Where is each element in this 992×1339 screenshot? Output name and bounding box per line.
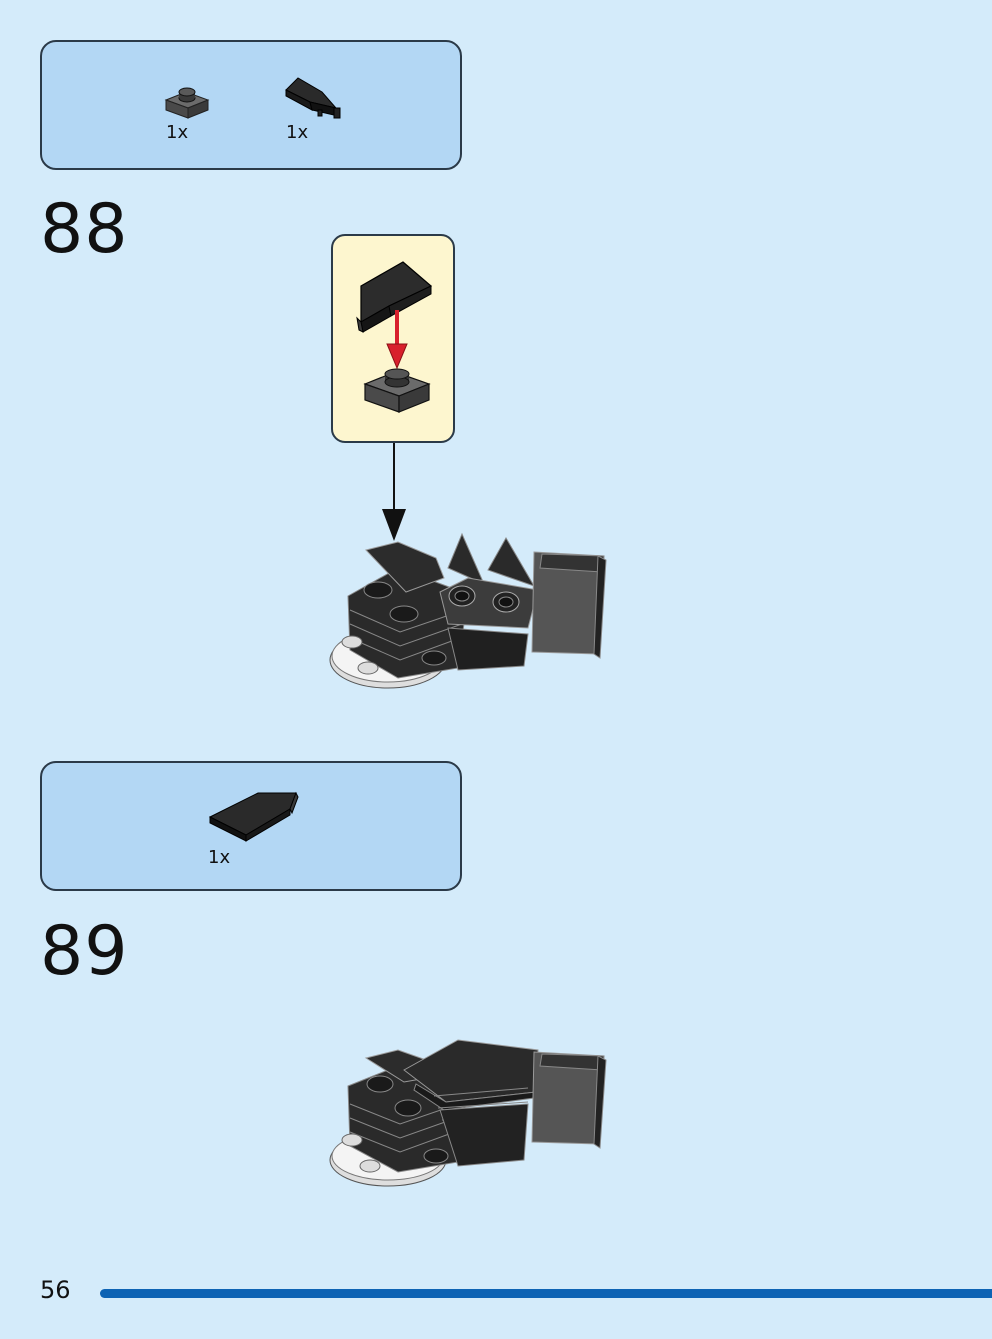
black-wedge-slope-icon <box>285 77 341 119</box>
step-number-88: 88 <box>40 190 129 269</box>
parts-list-step-88: 1x 1x <box>40 40 462 170</box>
black-wedge-plate-icon <box>208 791 299 842</box>
page-number: 56 <box>40 1276 71 1304</box>
model-step-89 <box>329 1039 607 1187</box>
part-wedge-plate <box>206 789 302 843</box>
part-wedge-slope <box>282 74 344 122</box>
part-qty: 1x <box>286 122 309 143</box>
model-step-88 <box>329 532 607 689</box>
part-plate-1x1 <box>164 86 210 122</box>
dark-gray-plate-1x1-icon <box>164 87 210 119</box>
page-footer-bar <box>100 1289 992 1298</box>
parts-list-step-89: 1x <box>40 761 462 891</box>
part-qty: 1x <box>208 847 231 868</box>
step-number-89: 89 <box>40 912 129 991</box>
part-qty: 1x <box>166 122 189 143</box>
assembly-arrow <box>382 443 406 541</box>
sub-assembly-illustration <box>356 261 433 413</box>
sub-assembly-callout <box>331 234 455 443</box>
